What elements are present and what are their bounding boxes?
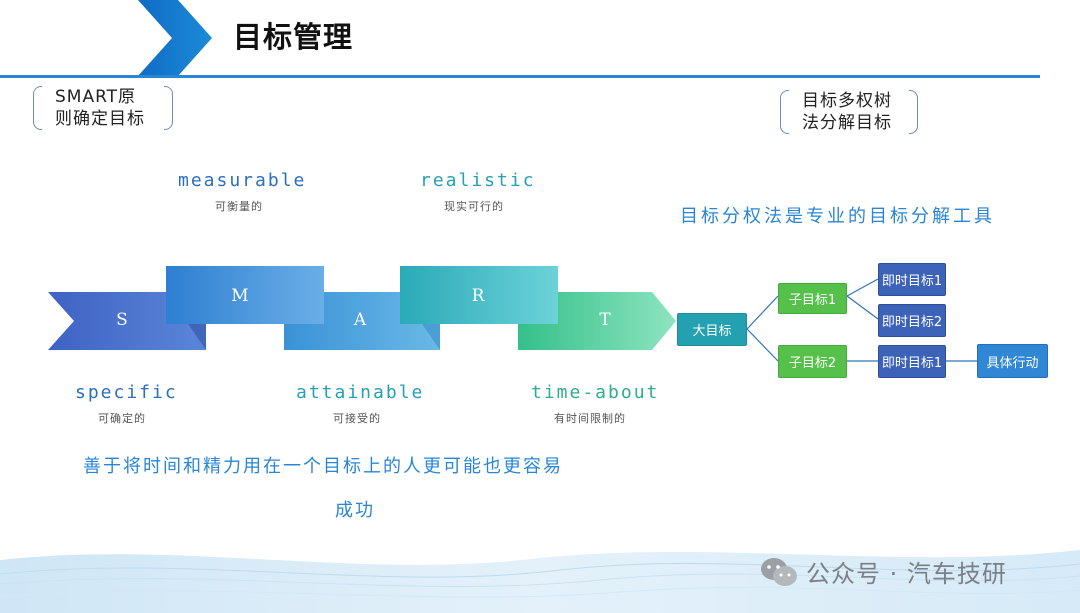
- wechat-icon: [761, 557, 797, 586]
- header-divider: [0, 75, 1040, 78]
- smart-letter-s: S: [116, 310, 128, 330]
- meaning-time-about: 有时间限制的: [554, 412, 626, 425]
- watermark-text: 公众号 · 汽车技研: [806, 560, 1007, 588]
- word-attainable: attainable: [296, 382, 425, 403]
- tree-node-root: 大目标: [677, 313, 747, 346]
- word-specific: specific: [75, 382, 178, 403]
- meaning-attainable: 可接受的: [333, 412, 381, 425]
- tree-node-action: 具体行动: [977, 344, 1048, 378]
- tree-note-line2: 法分解目标: [802, 113, 892, 133]
- tree-note-line1: 目标多权树: [802, 91, 892, 111]
- tree-node-sub2: 子目标2: [778, 345, 847, 378]
- motto-line1: 善于将时间和精力用在一个目标上的人更可能也更容易: [83, 456, 563, 477]
- meaning-specific: 可确定的: [98, 412, 146, 425]
- watermark: 公众号 · 汽车技研: [760, 554, 1007, 589]
- smart-principle-note: SMART原 则确定目标: [33, 86, 173, 130]
- word-realistic: realistic: [420, 170, 536, 191]
- tree-node-sub1: 子目标1: [778, 283, 847, 314]
- smart-letter-a: A: [353, 310, 367, 330]
- motto-line2: 成功: [335, 500, 375, 521]
- tree-node-leaf2: 即时目标2: [878, 304, 946, 337]
- meaning-realistic: 现实可行的: [444, 200, 504, 213]
- tree-method-note: 目标多权树 法分解目标: [780, 90, 918, 134]
- bottom-wave-decoration: [0, 550, 1080, 613]
- page-title: 目标管理: [233, 20, 354, 54]
- smart-ribbon-banner: S M A R T: [48, 266, 676, 350]
- smart-letter-m: M: [231, 286, 248, 306]
- smart-letter-t: T: [599, 310, 611, 330]
- meaning-measurable: 可衡量的: [215, 200, 263, 213]
- tree-headline: 目标分权法是专业的目标分解工具: [680, 206, 995, 227]
- tree-node-leaf3: 即时目标1: [878, 345, 946, 378]
- smart-letter-r: R: [472, 286, 486, 306]
- header-chevron-decoration: [138, 0, 212, 76]
- smart-note-line2: 则确定目标: [55, 109, 145, 129]
- smart-note-line1: SMART原: [55, 87, 137, 107]
- word-measurable: measurable: [178, 170, 307, 191]
- tree-node-leaf1: 即时目标1: [878, 263, 946, 296]
- word-time-about: time-about: [531, 382, 660, 403]
